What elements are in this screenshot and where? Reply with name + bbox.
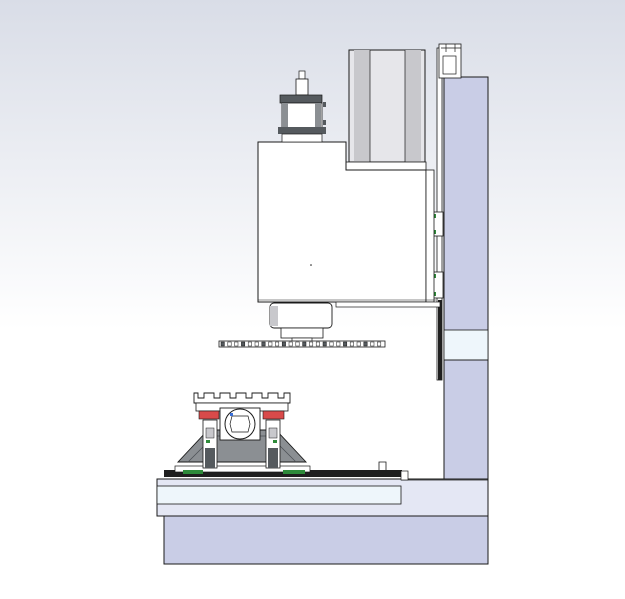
rotary-fixture — [176, 392, 308, 469]
tool-pocket — [241, 341, 246, 347]
machine-column — [432, 43, 489, 480]
tool-pocket — [254, 341, 259, 347]
tool-pocket — [288, 341, 293, 347]
tool-pocket — [343, 341, 348, 347]
machine-base — [156, 478, 489, 565]
tool-pocket — [315, 341, 320, 347]
tool-pocket — [295, 341, 300, 347]
tool-magazine — [218, 340, 386, 348]
tool-pockets — [220, 341, 382, 347]
tool-pocket — [309, 341, 314, 347]
tool-pocket — [268, 341, 273, 347]
drawbar-cylinder — [278, 70, 326, 143]
tool-pocket — [329, 341, 334, 347]
rail-carriage-lower — [432, 271, 444, 299]
tool-pocket — [349, 341, 354, 347]
spindle-head — [257, 70, 441, 343]
tool-pocket — [220, 341, 225, 347]
tool-pocket — [261, 341, 266, 347]
tool-pocket — [370, 341, 375, 347]
tool-pocket — [322, 341, 327, 347]
tool-pocket — [281, 341, 286, 347]
tool-pocket — [234, 341, 239, 347]
tool-pocket — [302, 341, 307, 347]
tool-pocket — [356, 341, 361, 347]
servo-motor — [345, 49, 427, 171]
tool-pocket — [336, 341, 341, 347]
tool-pocket — [363, 341, 368, 347]
tool-pocket — [247, 341, 252, 347]
rail-carriage-upper — [432, 211, 444, 237]
tool-pocket — [275, 341, 280, 347]
worktable — [164, 461, 409, 481]
tool-pocket — [227, 341, 232, 347]
tool-pocket — [377, 341, 382, 347]
spindle-nose — [269, 302, 333, 343]
